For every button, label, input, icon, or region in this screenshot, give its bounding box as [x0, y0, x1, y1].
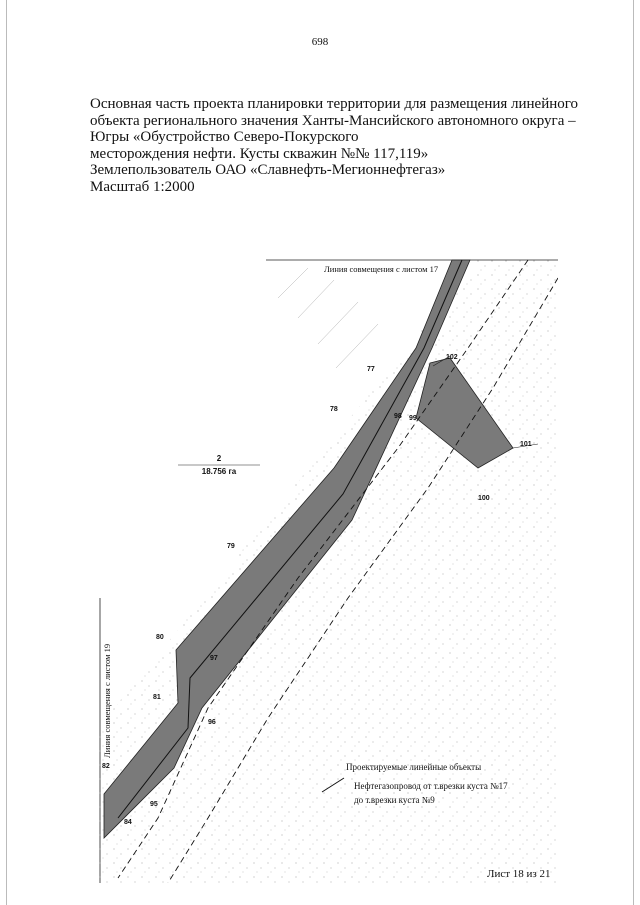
point-label-79: 79 [227, 543, 235, 550]
point-label-98: 98 [394, 413, 402, 420]
point-label-84: 84 [124, 819, 132, 826]
legend-symbol [321, 777, 345, 793]
point-label-96: 96 [208, 719, 216, 726]
point-label-102: 102 [446, 354, 458, 361]
point-label-101: 101 [520, 441, 532, 448]
point-label-78: 78 [330, 406, 338, 413]
match-line-top: Линия совмещения с листом 17 [324, 264, 438, 274]
point-label-99: 99 [409, 415, 417, 422]
map-drawing: 77 78 79 80 81 82 84 95 96 97 98 99 100 … [98, 259, 558, 883]
point-label-77: 77 [367, 366, 375, 373]
legend-line-2: до т.врезки куста №9 [354, 795, 435, 805]
pipeline-axis [117, 259, 463, 819]
page-left-edge [6, 0, 7, 905]
dashed-boundaries [117, 259, 558, 883]
point-label-82: 82 [102, 763, 110, 770]
point-label-81: 81 [153, 694, 161, 701]
match-line-left: Линия совмещения с листом 19 [102, 644, 112, 758]
well-pad-area [415, 357, 514, 469]
heading-line-1: Основная часть проекта планировки террит… [90, 96, 579, 112]
heading-line-5: Землепользователь ОАО «Славнефть-Мегионн… [90, 162, 446, 178]
heading-line-3: Югры «Обустройство Северо-Покурского [90, 129, 359, 145]
point-label-100: 100 [478, 495, 490, 502]
document-heading: Основная часть проекта планировки террит… [90, 96, 579, 195]
point-label-95: 95 [150, 801, 158, 808]
parcel-area: 18.756 га [202, 467, 237, 476]
page-number: 698 [311, 36, 329, 48]
legend-title: Проектируемые линейные объекты [346, 762, 481, 772]
parcel-number: 2 [217, 454, 222, 463]
legend-line-1: Нефтегазопровод от т.врезки куста №17 [354, 781, 508, 791]
point-label-80: 80 [156, 634, 164, 641]
heading-line-4: месторождения нефти. Кусты скважин №№ 11… [90, 145, 429, 162]
parcel-corridor [103, 259, 471, 839]
heading-line-2: объекта регионального значения Ханты-Ман… [90, 112, 576, 129]
heading-line-6: Масштаб 1:2000 [90, 178, 195, 195]
page-right-edge [633, 0, 634, 905]
planning-map: 77 78 79 80 81 82 84 95 96 97 98 99 100 … [98, 258, 558, 883]
label-leaders [178, 355, 539, 466]
point-label-97: 97 [210, 655, 218, 662]
terrain-hatching [277, 267, 379, 369]
sheet-label: Лист 18 из 21 [487, 868, 551, 880]
